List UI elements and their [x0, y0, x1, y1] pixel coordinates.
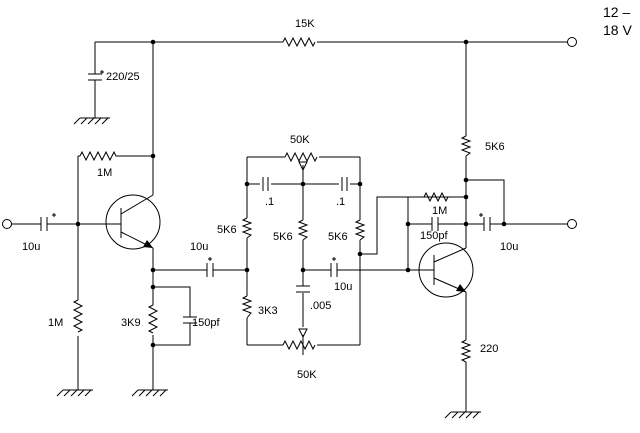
label-r-right: 5K6 — [328, 231, 348, 243]
label-r-e1: 3K9 — [121, 317, 141, 329]
ground-supply-cap — [73, 117, 110, 125]
label-r-left-bot: 3K3 — [258, 305, 278, 317]
label-r-mid: 5K6 — [273, 231, 293, 243]
pot-bottom-wiper — [298, 328, 308, 339]
ground-bias — [56, 389, 93, 397]
label-c-in: 10u — [22, 241, 40, 253]
pot-top-wiper — [298, 161, 308, 172]
label-c-couple: 10u — [190, 241, 208, 253]
label-r-c2: 5K6 — [485, 141, 505, 153]
supply-voltage-line2: 18 V — [603, 22, 632, 38]
label-pot-top: 50K — [290, 134, 310, 146]
capacitor-tone-left — [262, 177, 269, 191]
supply-voltage-line1: 12 – — [603, 4, 630, 20]
resistor-5k6-left — [241, 217, 253, 239]
junction-dots — [75, 39, 507, 348]
resistor-5k6-middle — [297, 219, 309, 241]
ground-emitter-q1 — [131, 389, 168, 397]
capacitor-005 — [296, 285, 310, 293]
capacitor-input-10u — [38, 217, 54, 231]
label-c-out: 10u — [500, 241, 518, 253]
capacitor-output-10u — [480, 217, 494, 231]
resistor-1m-feedback — [79, 150, 118, 162]
transistor-q1 — [105, 194, 161, 250]
label-r-e2: 220 — [480, 343, 498, 355]
capacitor-tone-right — [341, 177, 348, 191]
label-c-fb2: 150pf — [420, 230, 448, 242]
label-pot-bot: 50K — [297, 369, 317, 381]
label-c-tone-r: .1 — [336, 196, 345, 208]
polarity-marks — [52, 70, 483, 261]
input-terminal — [2, 219, 12, 229]
supply-terminal — [567, 37, 577, 47]
capacitor-150pf-q1 — [183, 312, 197, 328]
label-r-fb1: 1M — [97, 167, 112, 179]
resistor-220 — [460, 339, 472, 363]
potentiometer-bottom — [282, 339, 316, 351]
label-c-tone-l: .1 — [265, 196, 274, 208]
resistor-1m-feedback-q2 — [423, 191, 449, 203]
capacitor-150pf-q2 — [428, 217, 442, 231]
label-r-fb2: 1M — [432, 205, 447, 217]
transistor-q2 — [418, 242, 474, 298]
resistor-3k9 — [147, 304, 159, 334]
output-terminal — [567, 219, 577, 229]
resistor-5k6-collector — [460, 135, 472, 157]
label-c-mid: .005 — [310, 300, 331, 312]
label-r-top: 15K — [295, 18, 315, 30]
label-r-left-top: 5K6 — [217, 224, 237, 236]
capacitor-220-25 — [88, 68, 102, 84]
label-c-e1: 150pf — [192, 317, 220, 329]
label-c-supply: 220/25 — [106, 71, 140, 83]
resistor-15k — [282, 36, 316, 48]
potentiometer-top — [284, 151, 318, 163]
resistor-3k3 — [241, 295, 253, 319]
ground-emitter-q2 — [444, 411, 481, 419]
resistor-1m-bias — [72, 299, 84, 333]
label-r-bias1: 1M — [48, 317, 63, 329]
capacitor-mid-10u — [327, 263, 341, 277]
label-c-mid-out: 10u — [334, 281, 352, 293]
resistor-5k6-right — [354, 219, 366, 241]
capacitor-coupling-10u — [203, 263, 217, 277]
